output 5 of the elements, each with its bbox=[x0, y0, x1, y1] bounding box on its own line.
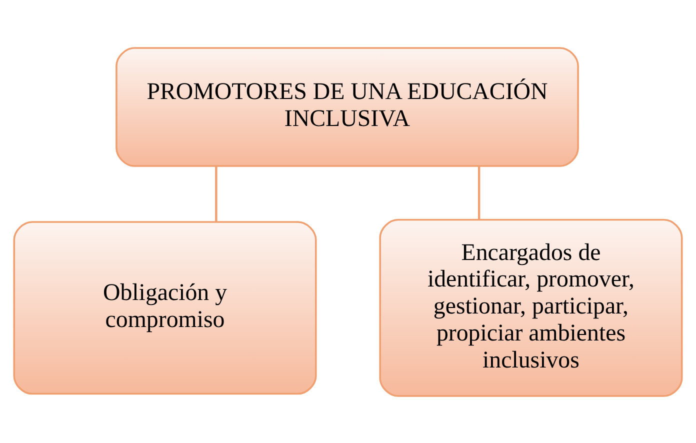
node-box: PROMOTORES DE UNA EDUCACIÓN INCLUSIVA bbox=[116, 46, 579, 166]
connector bbox=[215, 166, 218, 222]
node-box: Encargados de identificar, promover, gestionar, participar, propiciar ambientes inclusivos bbox=[379, 218, 683, 396]
node-box: Obligación y compromiso bbox=[13, 220, 317, 394]
connector bbox=[478, 166, 480, 220]
